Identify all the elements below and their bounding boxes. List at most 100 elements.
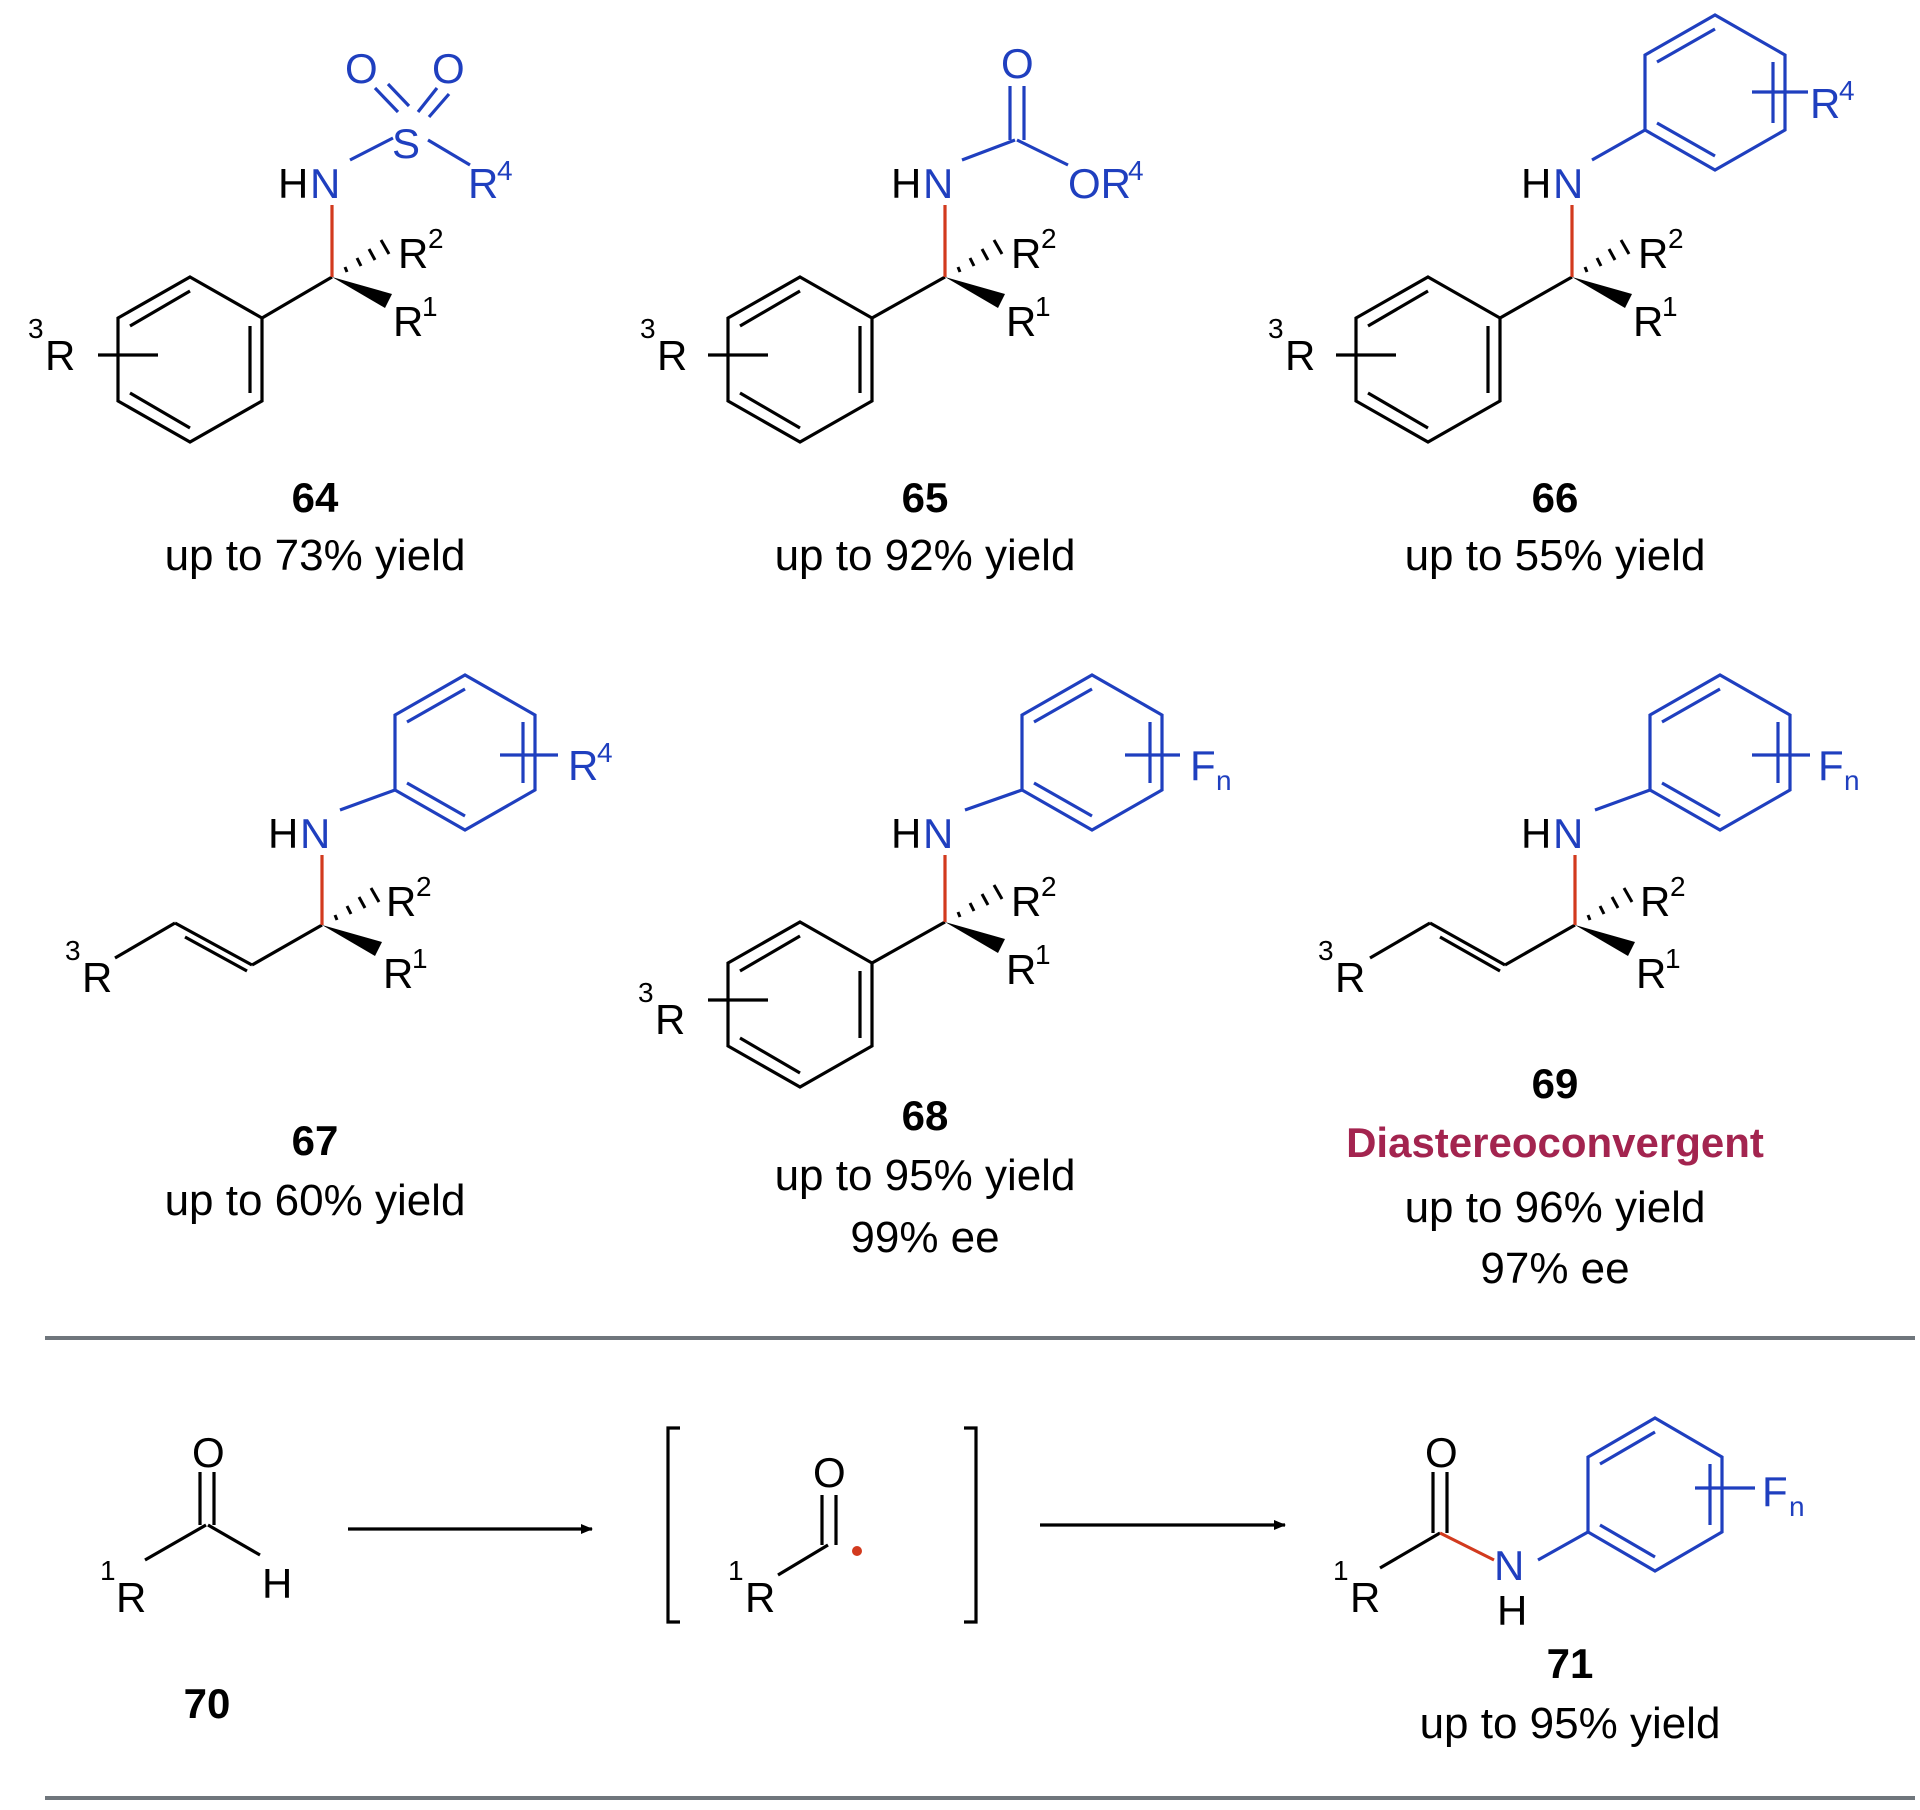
svg-text:2: 2 (1670, 871, 1686, 902)
svg-text:N: N (923, 810, 953, 857)
svg-text:H: H (278, 160, 308, 207)
compound-64-hash-bond (343, 239, 391, 273)
svg-text:3: 3 (1268, 313, 1284, 344)
compound-70-structure (144, 1472, 261, 1562)
svg-text:up to 95% yield: up to 95% yield (1420, 1699, 1721, 1748)
svg-text:R: R (1011, 878, 1041, 925)
svg-text:R: R (1633, 298, 1663, 345)
compound-70-label: 70 (184, 1680, 231, 1727)
svg-text:2: 2 (1041, 871, 1057, 902)
svg-text:R: R (1006, 298, 1036, 345)
compound-69-wedge-bond (1575, 925, 1635, 956)
compound-66-atoms: H N R 4 R 2 R 1 3 R (1268, 75, 1855, 379)
svg-text:F: F (1190, 742, 1216, 789)
compound-64-wedge-bond (332, 277, 392, 308)
compound-64-atoms: H N S O O R 4 R 2 R 1 3 R (28, 45, 513, 379)
compound-66-hash-bond (1583, 239, 1631, 273)
svg-text:R: R (1285, 332, 1315, 379)
svg-text:4: 4 (497, 155, 513, 186)
svg-text:3: 3 (28, 313, 44, 344)
caption-69: 69 Diastereoconvergent up to 96% yield 9… (1346, 1060, 1764, 1293)
caption-71: 71 up to 95% yield (1420, 1640, 1721, 1748)
svg-text:2: 2 (428, 223, 444, 254)
caption-64: 64 up to 73% yield (165, 474, 466, 580)
compound-70-atoms: O H 1 R (100, 1429, 292, 1621)
svg-text:N: N (300, 810, 330, 857)
svg-text:H: H (1521, 160, 1551, 207)
svg-text:2: 2 (416, 871, 432, 902)
svg-text:1: 1 (1662, 291, 1678, 322)
svg-text:R: R (1335, 954, 1365, 1001)
svg-text:4: 4 (1128, 155, 1144, 186)
svg-text:R: R (657, 332, 687, 379)
svg-text:R: R (1640, 878, 1670, 925)
svg-text:R: R (82, 954, 112, 1001)
svg-text:1: 1 (412, 943, 428, 974)
svg-text:O: O (192, 1429, 225, 1476)
intermediate-brackets (666, 1426, 978, 1624)
compound-66-wedge-bond (1572, 277, 1632, 308)
svg-text:N: N (1553, 160, 1583, 207)
svg-text:N: N (1553, 810, 1583, 857)
svg-text:up to 55% yield: up to 55% yield (1405, 531, 1706, 580)
svg-text:99% ee: 99% ee (850, 1213, 999, 1262)
caption-65: 65 up to 92% yield (775, 474, 1076, 580)
svg-text:H: H (891, 160, 921, 207)
svg-text:R: R (1006, 946, 1036, 993)
svg-text:2: 2 (1041, 223, 1057, 254)
svg-text:H: H (1521, 810, 1551, 857)
svg-text:n: n (1844, 765, 1860, 796)
compound-69-hash-bond (1586, 887, 1634, 921)
caption-66: 66 up to 55% yield (1405, 474, 1706, 580)
svg-text:65: 65 (902, 474, 949, 521)
compound-68-atoms: H N F n R 2 R 1 3 R (638, 742, 1232, 1043)
svg-text:R: R (386, 878, 416, 925)
svg-text:O: O (1425, 1429, 1458, 1476)
svg-text:69: 69 (1532, 1060, 1579, 1107)
compound-65-hash-bond (956, 239, 1004, 273)
svg-text:1: 1 (1333, 1555, 1349, 1586)
svg-text:up to 92% yield: up to 92% yield (775, 531, 1076, 580)
svg-text:R: R (1810, 80, 1840, 127)
svg-text:R: R (468, 160, 498, 207)
svg-text:71: 71 (1547, 1640, 1594, 1687)
svg-text:H: H (268, 810, 298, 857)
svg-text:H: H (262, 1560, 292, 1607)
svg-text:4: 4 (1839, 75, 1855, 106)
svg-text:O: O (1001, 40, 1034, 87)
svg-text:R: R (398, 230, 428, 277)
svg-text:N: N (1494, 1542, 1524, 1589)
svg-text:R: R (1638, 230, 1668, 277)
svg-text:Diastereoconvergent: Diastereoconvergent (1346, 1119, 1764, 1166)
svg-text:R: R (745, 1574, 775, 1621)
svg-text:3: 3 (640, 313, 656, 344)
svg-text:R: R (1011, 230, 1041, 277)
caption-68: 68 up to 95% yield 99% ee (775, 1092, 1076, 1262)
svg-text:66: 66 (1532, 474, 1579, 521)
compound-68-hash-bond (956, 884, 1004, 918)
compound-71-structure (1379, 1416, 1755, 1573)
svg-text:R: R (383, 950, 413, 997)
compound-65-structure (708, 86, 1069, 444)
svg-text:H: H (891, 810, 921, 857)
svg-text:97% ee: 97% ee (1480, 1244, 1629, 1293)
svg-text:1: 1 (1665, 943, 1681, 974)
compound-69-structure (1369, 673, 1810, 973)
compound-71-atoms: O N H F n 1 R (1333, 1429, 1805, 1634)
compound-67-atoms: H N R 4 R 2 R 1 3 R (65, 737, 613, 1001)
acyl-radical-atoms: O 1 R (728, 1449, 846, 1621)
svg-text:1: 1 (1035, 939, 1051, 970)
compound-67-structure (114, 673, 558, 973)
compound-67-wedge-bond (322, 925, 382, 956)
svg-text:3: 3 (1318, 935, 1334, 966)
svg-text:1: 1 (422, 291, 438, 322)
svg-text:up to 60% yield: up to 60% yield (165, 1176, 466, 1225)
compound-67-hash-bond (333, 887, 381, 921)
svg-text:n: n (1789, 1491, 1805, 1522)
compound-68-wedge-bond (945, 922, 1005, 953)
svg-text:up to 96% yield: up to 96% yield (1405, 1183, 1706, 1232)
svg-text:67: 67 (292, 1117, 339, 1164)
compound-68-structure (708, 673, 1180, 1089)
svg-text:OR: OR (1068, 160, 1131, 207)
